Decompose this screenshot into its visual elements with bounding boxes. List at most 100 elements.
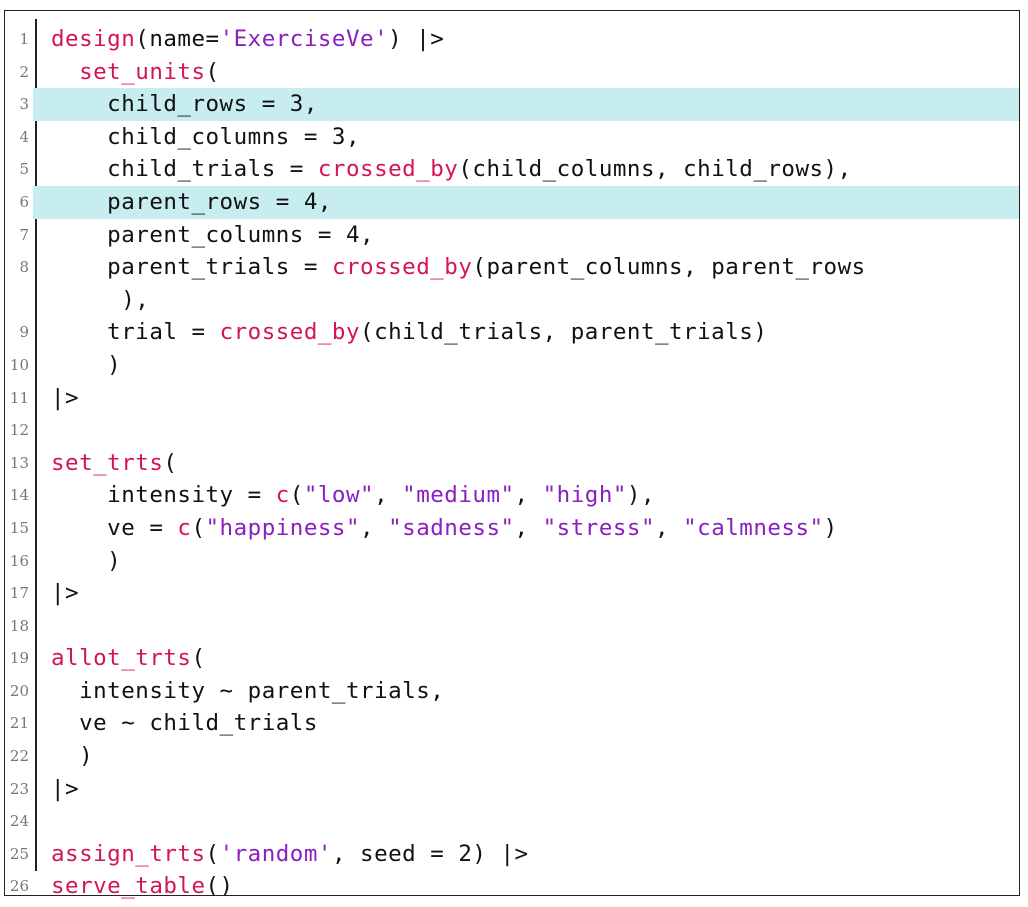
code-token bbox=[51, 59, 79, 85]
line-number: 5 bbox=[19, 160, 29, 179]
code-token: child_columns = 3, bbox=[51, 123, 361, 150]
line-number: 24 bbox=[9, 812, 29, 831]
code-token: ( bbox=[205, 840, 220, 867]
code-token: ) |> bbox=[388, 26, 445, 52]
code-text: trial = crossed_by(child_trials, parent_… bbox=[51, 316, 767, 349]
string-token: 'ExerciseVe' bbox=[219, 26, 389, 52]
code-text: ) bbox=[51, 349, 121, 382]
string-token: "medium" bbox=[402, 482, 515, 509]
line-number: 25 bbox=[9, 844, 29, 863]
code-line-10: 10 ) bbox=[5, 349, 1019, 382]
line-number: 16 bbox=[9, 551, 29, 570]
code-token: , bbox=[514, 482, 543, 509]
code-line-23: 23|> bbox=[5, 773, 1019, 806]
line-number: 4 bbox=[19, 127, 29, 146]
code-line-3: 3 child_rows = 3, bbox=[5, 88, 1019, 121]
code-token: , bbox=[655, 514, 684, 541]
code-token: intensity ~ parent_trials, bbox=[51, 677, 445, 704]
code-token: , bbox=[374, 482, 403, 509]
line-number: 15 bbox=[9, 518, 29, 537]
code-text: parent_trials = crossed_by(parent_column… bbox=[51, 251, 866, 316]
function-token: set_units bbox=[79, 58, 206, 85]
line-number: 10 bbox=[9, 355, 29, 374]
code-line-18: 18 bbox=[5, 610, 1019, 643]
function-token: set_trts bbox=[51, 449, 164, 476]
code-token: parent_columns = 4, bbox=[51, 221, 375, 248]
line-number: 26 bbox=[9, 877, 29, 896]
function-token: crossed_by bbox=[317, 156, 459, 183]
code-text: design(name='ExerciseVe') |> bbox=[51, 23, 444, 56]
function-token: allot_trts bbox=[51, 645, 192, 672]
line-number-gutter-rule bbox=[35, 19, 37, 871]
code-token: , seed = 2) |> bbox=[331, 840, 529, 867]
string-token: "calmness" bbox=[683, 514, 824, 541]
function-token: serve_table bbox=[51, 873, 206, 900]
code-token: ) bbox=[51, 351, 122, 378]
line-number: 2 bbox=[19, 62, 29, 81]
code-token: ( bbox=[163, 449, 178, 476]
line-number: 20 bbox=[9, 681, 29, 700]
function-token: c bbox=[275, 482, 290, 509]
line-number: 8 bbox=[19, 258, 29, 277]
code-line-2: 2 set_units( bbox=[5, 56, 1019, 89]
function-token: crossed_by bbox=[331, 254, 473, 281]
code-text: |> bbox=[51, 382, 79, 415]
line-number: 13 bbox=[9, 453, 29, 472]
code-text: serve_table() bbox=[51, 870, 234, 903]
line-number: 17 bbox=[9, 584, 29, 603]
code-text: parent_columns = 4, bbox=[51, 219, 374, 252]
line-number: 18 bbox=[9, 616, 29, 635]
code-text: ) bbox=[51, 740, 93, 773]
code-text: intensity = c("low", "medium", "high"), bbox=[51, 479, 655, 512]
code-token: (parent_columns, parent_rows ), bbox=[121, 254, 866, 313]
code-token: ve = bbox=[51, 514, 178, 541]
code-token: child_rows = 3, bbox=[51, 91, 318, 118]
function-token: design bbox=[51, 26, 136, 52]
string-token: "sadness" bbox=[388, 514, 515, 541]
code-text: child_columns = 3, bbox=[51, 121, 360, 154]
code-line-12: 12 bbox=[5, 414, 1019, 447]
line-number: 7 bbox=[19, 225, 29, 244]
code-text: set_units( bbox=[51, 56, 220, 89]
line-number: 3 bbox=[19, 95, 29, 114]
code-line-14: 14 intensity = c("low", "medium", "high"… bbox=[5, 479, 1019, 512]
code-token: , bbox=[360, 514, 389, 541]
code-line-4: 4 child_columns = 3, bbox=[5, 121, 1019, 154]
line-number: 11 bbox=[9, 388, 29, 407]
code-token: ) bbox=[823, 514, 838, 541]
code-token: |> bbox=[51, 384, 80, 411]
code-token: ( bbox=[191, 645, 206, 672]
code-line-6: 6 parent_rows = 4, bbox=[5, 185, 1019, 219]
code-token: intensity = bbox=[51, 482, 276, 509]
code-token: child_trials = bbox=[51, 156, 318, 183]
line-number: 1 bbox=[19, 30, 29, 48]
code-token: parent_rows = 4, bbox=[51, 188, 332, 215]
code-text: set_trts( bbox=[51, 447, 177, 480]
line-number: 12 bbox=[9, 421, 29, 440]
line-number: 9 bbox=[19, 323, 29, 342]
code-line-13: 13 set_trts( bbox=[5, 447, 1019, 480]
code-token: ( bbox=[289, 482, 304, 509]
code-token: |> bbox=[51, 775, 80, 802]
code-token: () bbox=[205, 873, 234, 900]
code-text: |> bbox=[51, 577, 79, 610]
code-text: allot_trts( bbox=[51, 642, 206, 675]
code-token: ( bbox=[191, 514, 206, 541]
code-line-26: 26 serve_table() bbox=[5, 870, 1019, 903]
code-text: ) bbox=[51, 545, 121, 578]
code-token: ve ~ child_trials bbox=[51, 710, 318, 737]
code-text: |> bbox=[51, 773, 79, 806]
code-token: , bbox=[514, 514, 543, 541]
code-line-15: 15 ve = c("happiness", "sadness", "stres… bbox=[5, 512, 1019, 545]
code-text: child_rows = 3, bbox=[51, 88, 318, 121]
code-token: trial = bbox=[51, 319, 220, 346]
code-text: ve ~ child_trials bbox=[51, 707, 318, 740]
line-number: 21 bbox=[9, 714, 29, 733]
code-token: ), bbox=[626, 482, 656, 509]
code-line-7: 7 parent_columns = 4, bbox=[5, 219, 1019, 252]
function-token: crossed_by bbox=[219, 319, 361, 346]
code-token: (child_columns, child_rows), bbox=[458, 156, 852, 183]
code-line-1: 1 design(name='ExerciseVe') |> bbox=[5, 23, 1019, 56]
string-token: "low" bbox=[303, 482, 375, 509]
